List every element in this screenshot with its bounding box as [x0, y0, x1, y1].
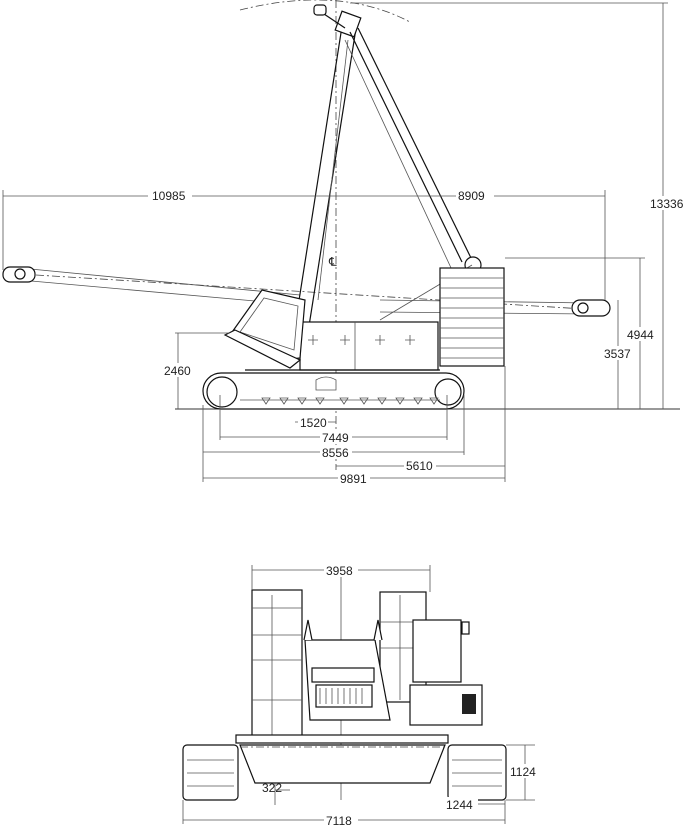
front-carbody	[235, 734, 449, 784]
dim-superstructure-height: 2460	[164, 364, 191, 378]
dim-track-length: 8556	[322, 446, 349, 460]
dim-tumbler-distance: 7449	[322, 431, 349, 445]
side-dimension-labels: 10985 8909 13336 4944 3537 2460 1520 744…	[148, 188, 688, 486]
dim-track-width: 1244	[446, 798, 473, 812]
superstructure	[245, 321, 440, 371]
counterweight-stack	[439, 267, 505, 367]
dim-jib-reach-right: 8909	[458, 189, 485, 203]
main-boom	[291, 4, 362, 346]
lower-jib	[2, 266, 611, 317]
front-cab	[409, 619, 483, 726]
dim-track-height: 1124	[510, 765, 536, 779]
dim-ground-clearance: 322	[262, 781, 282, 795]
dim-tail-radius: 5610	[406, 459, 433, 473]
dim-total-height: 13336	[650, 197, 684, 211]
dim-overall-length: 9891	[340, 472, 367, 486]
dim-jib-reach-left: 10985	[152, 189, 186, 203]
dim-overall-width: 7118	[326, 814, 352, 826]
side-view: ℄	[2, 0, 688, 486]
centerline-symbol: ℄	[328, 255, 337, 269]
dim-counterweight-height: 3537	[604, 347, 631, 361]
front-left-track	[182, 744, 239, 801]
dim-slew-offset: 1520	[300, 416, 327, 430]
front-mast	[303, 619, 391, 721]
front-dimension-labels: 3958 1124 1244 322 7118	[262, 563, 543, 826]
dim-jib-tip-height: 4944	[627, 328, 654, 342]
cab-window	[462, 694, 476, 714]
sweep-arc	[239, 0, 411, 23]
crawler-track	[202, 372, 465, 410]
front-right-track	[447, 744, 507, 801]
front-view: 3958 1124 1244 322 7118	[182, 563, 543, 826]
front-counterweights	[251, 589, 427, 741]
dim-counterweight-width: 3958	[326, 564, 353, 578]
side-dimension-lines	[2, 2, 668, 482]
operator-cab	[223, 289, 306, 369]
